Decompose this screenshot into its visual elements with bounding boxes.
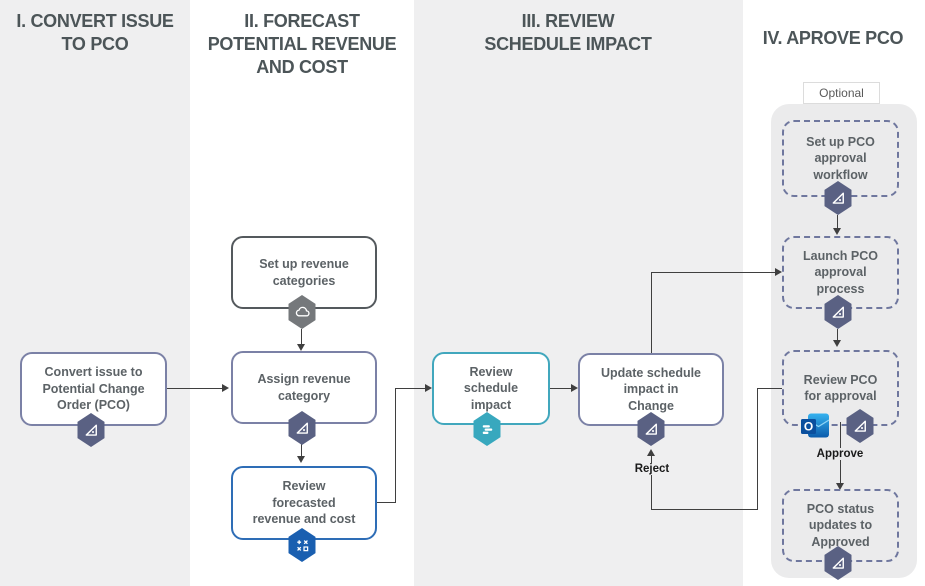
node-review-schedule-impact: Review schedule impact — [432, 352, 550, 425]
phase3-header: III. REVIEW SCHEDULE IMPACT — [484, 11, 652, 54]
connector-reject-seg1 — [757, 388, 782, 390]
connector-assign-to-review-forecast — [301, 444, 303, 457]
connector-reject-seg2 — [757, 388, 759, 510]
connector-schedule-to-update — [546, 388, 572, 390]
arrowhead-down-icon — [297, 456, 305, 463]
phase4-header: IV. APROVE PCO — [762, 28, 904, 48]
connector-forecast-to-schedule-seg1 — [373, 502, 396, 504]
phase1-header: I. CONVERT ISSUE TO PCO — [16, 11, 174, 54]
phase3-column-background — [414, 0, 743, 586]
outlook-icon: O — [800, 412, 830, 439]
node-launch-pco-approval: Launch PCO approval process — [782, 236, 899, 309]
arrowhead-down-icon — [833, 340, 841, 347]
connector-update-to-launch-seg2 — [651, 272, 775, 274]
arrowhead-right-icon — [425, 384, 432, 392]
approve-flow-label: Approve — [810, 448, 870, 460]
node-review-pco-approval: Review PCO for approval — [782, 350, 899, 426]
node-assign-revenue-category: Assign revenue category — [231, 351, 377, 424]
connector-convert-to-assign — [163, 388, 222, 390]
phase2-header: II. FORECAST POTENTIAL REVENUE AND COST — [207, 11, 397, 77]
connector-launch-to-reviewpco — [837, 329, 839, 341]
connector-update-to-launch-seg1 — [651, 272, 653, 353]
arrowhead-right-icon — [571, 384, 578, 392]
arrowhead-down-icon — [297, 344, 305, 351]
connector-workflow-to-launch — [837, 215, 839, 229]
node-convert-issue: Convert issue to Potential Change Order … — [20, 352, 167, 426]
arrowhead-right-icon — [775, 268, 782, 276]
connector-reject-seg4 — [651, 456, 653, 510]
arrowhead-down-icon — [833, 228, 841, 235]
svg-text:O: O — [804, 420, 813, 434]
arrowhead-down-icon — [836, 483, 844, 490]
node-review-forecasted-revenue: Review forecasted revenue and cost — [231, 466, 377, 540]
arrowhead-right-icon — [222, 384, 229, 392]
connector-forecast-to-schedule-seg3 — [395, 388, 425, 390]
reject-flow-label: Reject — [629, 463, 675, 475]
phase1-column-background — [0, 0, 190, 586]
node-setup-pco-workflow: Set up PCO approval workflow — [782, 120, 899, 197]
connector-forecast-to-schedule-seg2 — [395, 388, 397, 503]
arrowhead-up-icon — [647, 449, 655, 456]
optional-label: Optional — [803, 82, 880, 104]
connector-setup-to-assign — [301, 329, 303, 345]
connector-reject-seg3 — [651, 509, 758, 511]
